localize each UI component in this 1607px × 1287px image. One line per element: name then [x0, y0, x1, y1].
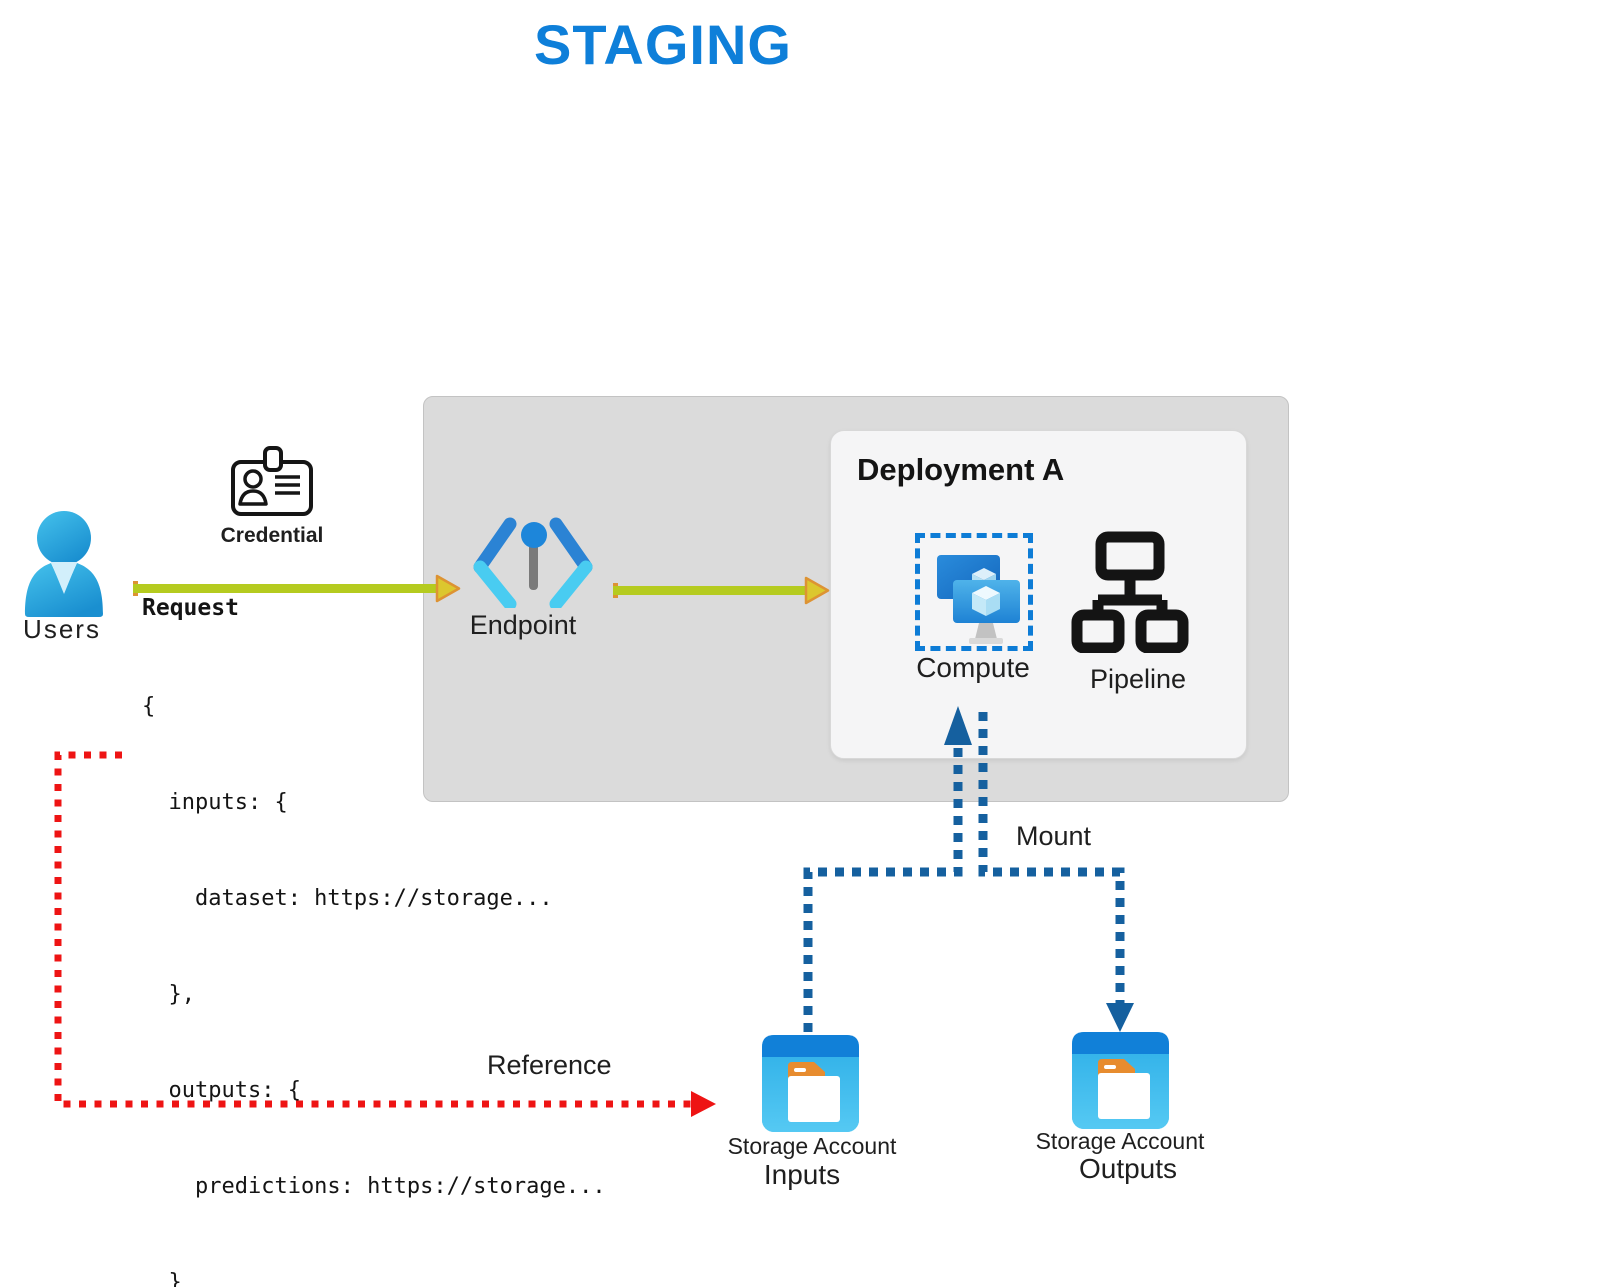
storage-account-outputs-name: Storage Account	[1035, 1128, 1205, 1154]
deployment-a-title: Deployment A	[857, 452, 1065, 487]
request-code-line: dataset: https://storage...	[142, 886, 553, 911]
deployment-a-box	[830, 430, 1247, 759]
users-label: Users	[23, 614, 101, 644]
mount-label: Mount	[1016, 821, 1092, 851]
request-code-block: { inputs: { dataset: https://storage... …	[142, 627, 606, 1287]
compute-label: Compute	[916, 652, 1030, 683]
request-code-line: },	[142, 982, 195, 1007]
credential-icon	[230, 446, 314, 520]
storage-account-inputs-role: Inputs	[763, 1159, 841, 1190]
storage-account-outputs-icon	[1072, 1032, 1169, 1129]
page-title: STAGING	[534, 13, 792, 76]
request-code-line: outputs: {	[142, 1078, 301, 1103]
storage-account-inputs-name: Storage Account	[727, 1133, 897, 1159]
request-code-line: predictions: https://storage...	[142, 1174, 606, 1199]
endpoint-icon	[470, 512, 596, 608]
request-code-line: }	[142, 1270, 182, 1287]
request-code-line: inputs: {	[142, 790, 288, 815]
endpoint-label: Endpoint	[469, 610, 577, 640]
compute-dashed-border	[915, 533, 1033, 651]
storage-account-inputs-icon	[762, 1035, 859, 1132]
storage-account-outputs-role: Outputs	[1078, 1153, 1178, 1184]
pipeline-label: Pipeline	[1089, 664, 1187, 694]
users-icon	[16, 508, 111, 620]
request-label: Request	[142, 595, 239, 621]
credential-label: Credential	[220, 524, 324, 547]
request-code-line: {	[142, 694, 156, 719]
pipeline-icon	[1071, 527, 1191, 653]
compute-icon	[928, 540, 1030, 646]
